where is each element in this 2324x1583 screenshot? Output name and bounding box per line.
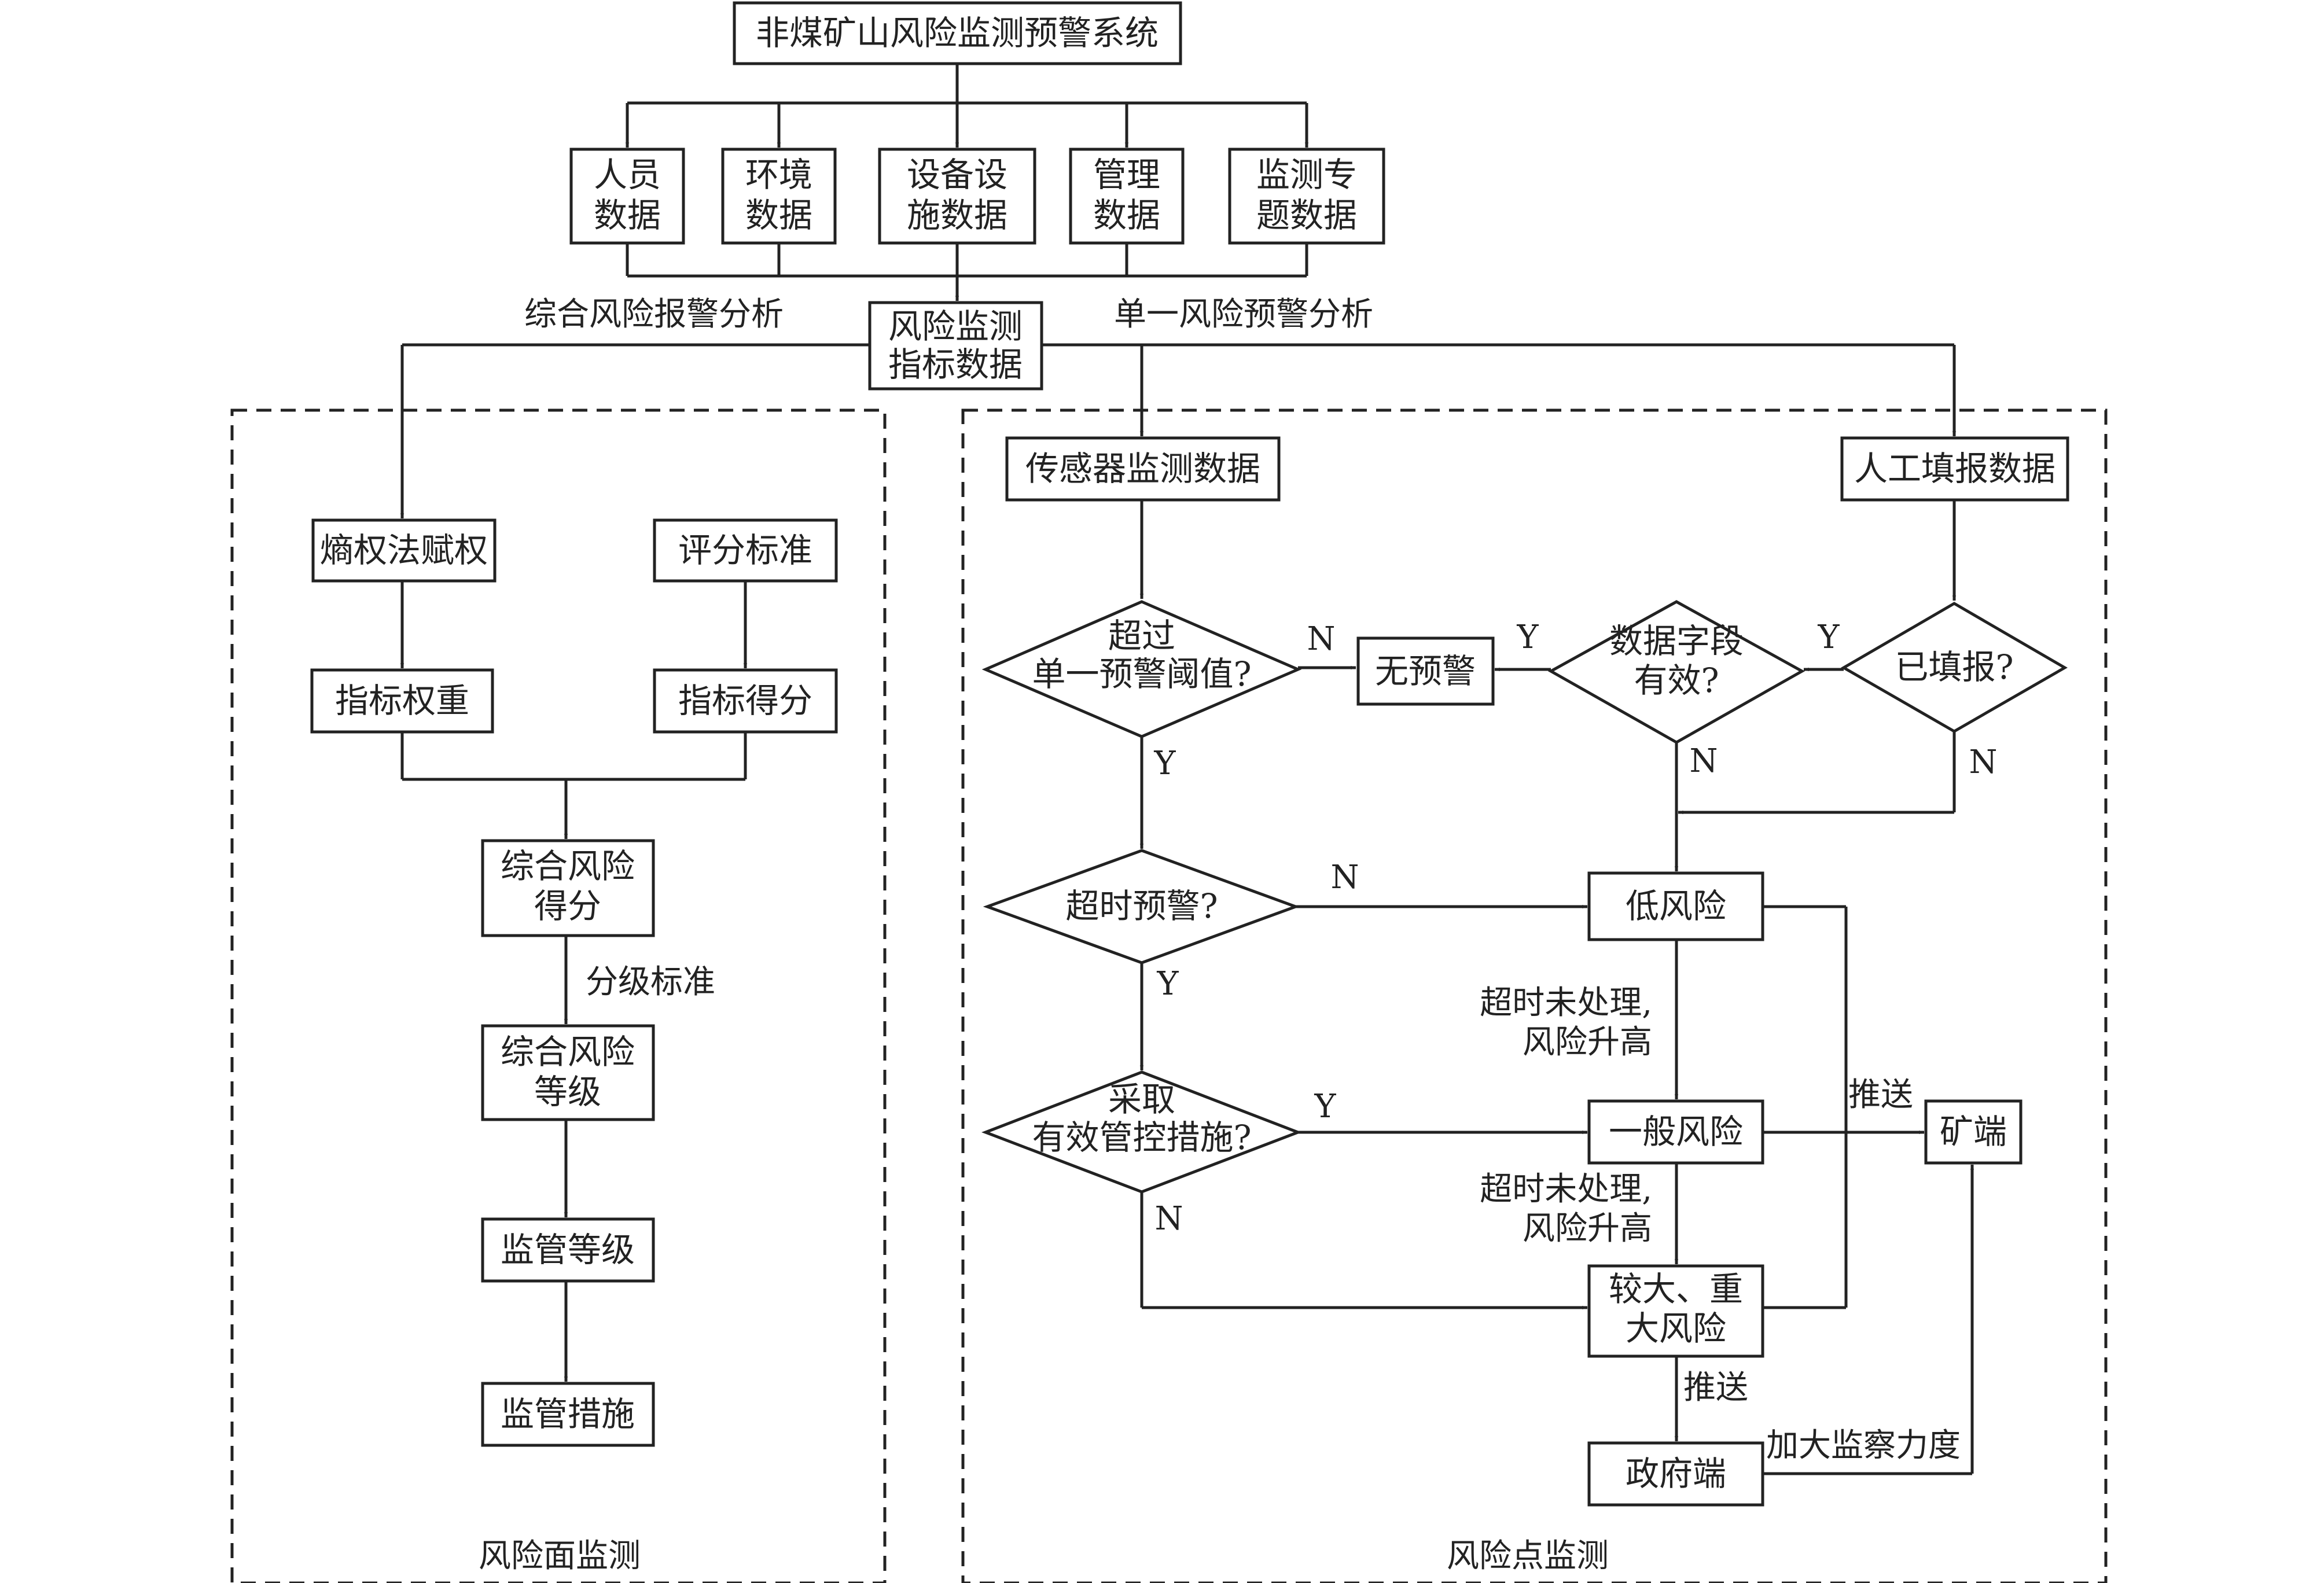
composite-level-line1: 综合风险: [501, 1032, 635, 1072]
source-management-line2: 数据: [1093, 196, 1160, 235]
source-equipment-line1: 设备设: [907, 155, 1007, 194]
escalate-1-line2: 风险升高: [1523, 1024, 1652, 1061]
indicator-data-line2: 指标数据: [888, 345, 1023, 384]
branch-right-label: 单一风险预警分析: [1114, 296, 1373, 333]
source-equipment-line2: 施数据: [907, 196, 1007, 235]
field-valid-line1: 数据字段: [1609, 621, 1744, 661]
system-title: 非煤矿山风险监测预警系统: [756, 13, 1159, 53]
push-label-2: 推送: [1683, 1369, 1748, 1407]
field-valid-line2: 有效?: [1634, 661, 1719, 700]
escalate-2-line1: 超时未处理,: [1480, 1170, 1652, 1208]
source-personnel-line2: 数据: [594, 196, 661, 235]
low-risk-text: 低风险: [1626, 886, 1726, 926]
manual-data-text: 人工填报数据: [1854, 449, 2055, 488]
major-risk-box: [1587, 1264, 1764, 1358]
escalate-1-line1: 超时未处理,: [1480, 984, 1652, 1022]
point-section-label: 风险点监测: [1447, 1537, 1609, 1575]
major-risk-line2: 大风险: [1626, 1309, 1726, 1348]
no-warning-text: 无预警: [1375, 651, 1476, 691]
scoring-standard-text: 评分标准: [678, 531, 812, 570]
gov-end-text: 政府端: [1626, 1454, 1726, 1493]
low-risk-box: [1587, 871, 1764, 941]
source-management-line1: 管理: [1093, 155, 1160, 194]
supervision-level-text: 监管等级: [501, 1230, 635, 1269]
point-monitoring-frame: [961, 408, 2108, 1583]
major-risk-line1: 较大、重: [1609, 1269, 1743, 1309]
composite-level-line2: 等级: [534, 1072, 601, 1111]
supervision-level-box: [481, 1217, 655, 1283]
supervision-measures-text: 监管措施: [501, 1394, 635, 1434]
composite-score-line2: 得分: [534, 886, 601, 926]
increase-inspection-label: 加大监察力度: [1766, 1427, 1961, 1464]
control-yes-label: Y: [1314, 1088, 1337, 1125]
source-monitoring-line1: 监测专: [1256, 155, 1357, 194]
supervision-measures-box: [481, 1382, 655, 1447]
escalate-2-line2: 风险升高: [1523, 1210, 1652, 1247]
timeout-yes-label: Y: [1157, 965, 1179, 1003]
source-personnel-line1: 人员: [594, 155, 661, 194]
branch-left-label: 综合风险报警分析: [524, 296, 784, 333]
mine-end-text: 矿端: [1940, 1112, 2007, 1151]
control-decision-line2: 有效管控措施?: [1032, 1118, 1251, 1157]
no-warning-box: [1356, 636, 1495, 706]
indicator-weight-text: 指标权重: [335, 681, 469, 720]
threshold-decision-line2: 单一预警阈值?: [1032, 654, 1251, 694]
mine-end-box: [1924, 1099, 2023, 1165]
entropy-weighting-box: [311, 518, 497, 583]
source-environment-line2: 数据: [745, 196, 812, 235]
source-environment-line1: 环境: [745, 155, 812, 194]
field-valid-yes-label: Y: [1517, 619, 1539, 656]
composite-score-line1: 综合风险: [501, 846, 635, 886]
source-box-personnel: [569, 148, 685, 245]
timeout-decision-text: 超时预警?: [1065, 886, 1218, 926]
threshold-decision-line1: 超过: [1108, 616, 1175, 656]
sensor-data-text: 传感器监测数据: [1025, 449, 1260, 488]
source-box-equipment: [878, 148, 1036, 245]
reported-yes-label: Y: [1818, 619, 1840, 656]
composite-score-box: [481, 839, 655, 937]
reported-decision-text: 已填报?: [1895, 647, 2013, 687]
source-box-monitoring-topic: [1228, 148, 1385, 245]
threshold-no-label: N: [1307, 620, 1336, 658]
indicator-data-line1: 风险监测: [888, 307, 1023, 346]
control-decision-line1: 采取: [1108, 1080, 1175, 1119]
field-valid-no-label: N: [1690, 742, 1718, 780]
reported-no-label: N: [1969, 743, 1998, 781]
indicator-data-box: [868, 301, 1043, 391]
scoring-standard-box: [653, 518, 838, 583]
threshold-yes-label: Y: [1154, 745, 1176, 782]
surface-section-label: 风险面监测: [479, 1537, 641, 1575]
system-title-box: [733, 1, 1182, 65]
entropy-weighting-text: 熵权法赋权: [320, 531, 488, 570]
control-no-label: N: [1155, 1200, 1183, 1238]
general-risk-text: 一般风险: [1609, 1112, 1743, 1151]
timeout-no-label: N: [1331, 859, 1359, 896]
indicator-score-box: [653, 668, 838, 734]
indicator-score-text: 指标得分: [678, 681, 812, 720]
push-label-1: 推送: [1848, 1076, 1913, 1114]
surface-monitoring-frame: [230, 408, 887, 1583]
composite-level-box: [481, 1024, 655, 1121]
grading-standard-label: 分级标准: [586, 963, 715, 1001]
source-monitoring-line2: 题数据: [1256, 196, 1357, 235]
